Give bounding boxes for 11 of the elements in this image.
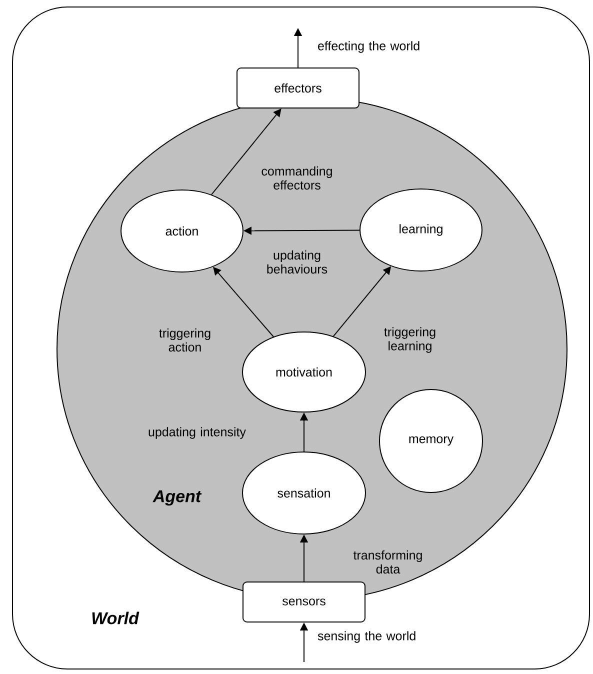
edge-label: updating intensity bbox=[148, 427, 246, 439]
edge-label: transforming data bbox=[353, 550, 422, 574]
arrow bbox=[211, 108, 282, 196]
edge-label: updating behaviours bbox=[267, 250, 328, 274]
component-box: sensors bbox=[242, 582, 366, 622]
component-box: effectors bbox=[236, 68, 360, 108]
edge-label: commanding effectors bbox=[262, 166, 332, 190]
edge-label: triggering learning bbox=[384, 327, 436, 353]
edge-label: effecting the world bbox=[318, 41, 420, 53]
edge-label: sensing the world bbox=[318, 631, 416, 643]
edge-label: triggering action bbox=[159, 328, 210, 352]
